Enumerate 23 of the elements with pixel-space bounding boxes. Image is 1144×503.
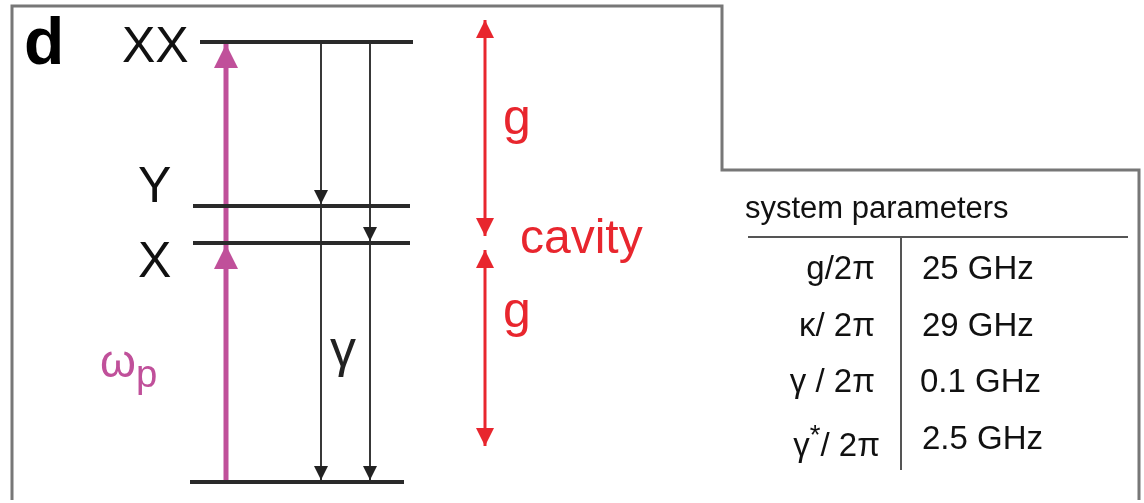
- edge-label: ω$_{p}$: [100, 338, 158, 394]
- excitation-arrow: [214, 245, 238, 480]
- panel-letter: d: [24, 8, 65, 74]
- decay-arrow: [314, 207, 328, 481]
- parameter-name: γ / 2π: [789, 364, 875, 397]
- table-header: system parameters: [745, 192, 1009, 223]
- cavity-label: cavity: [520, 213, 643, 261]
- parameter-value: 29 GHz: [922, 308, 1034, 341]
- decay-arrow: [363, 43, 377, 242]
- level-label: Y: [138, 160, 172, 210]
- decay-arrow: [363, 244, 377, 481]
- gap-label: g: [503, 285, 531, 335]
- decay-arrow: [314, 43, 328, 205]
- parameter-value: 25 GHz: [922, 251, 1034, 284]
- gap-label: g: [503, 92, 531, 142]
- level-label: XX: [122, 20, 189, 70]
- parameter-name: g/2π: [806, 251, 875, 284]
- parameter-value: 2.5 GHz: [922, 421, 1044, 454]
- parameter-name: γ$^{*}$/ 2π: [793, 421, 880, 461]
- level-label: X: [138, 235, 172, 285]
- parameter-value: 0.1 GHz: [920, 364, 1042, 397]
- excitation-arrow: [214, 44, 238, 241]
- parameter-name: κ/ 2π: [799, 308, 875, 341]
